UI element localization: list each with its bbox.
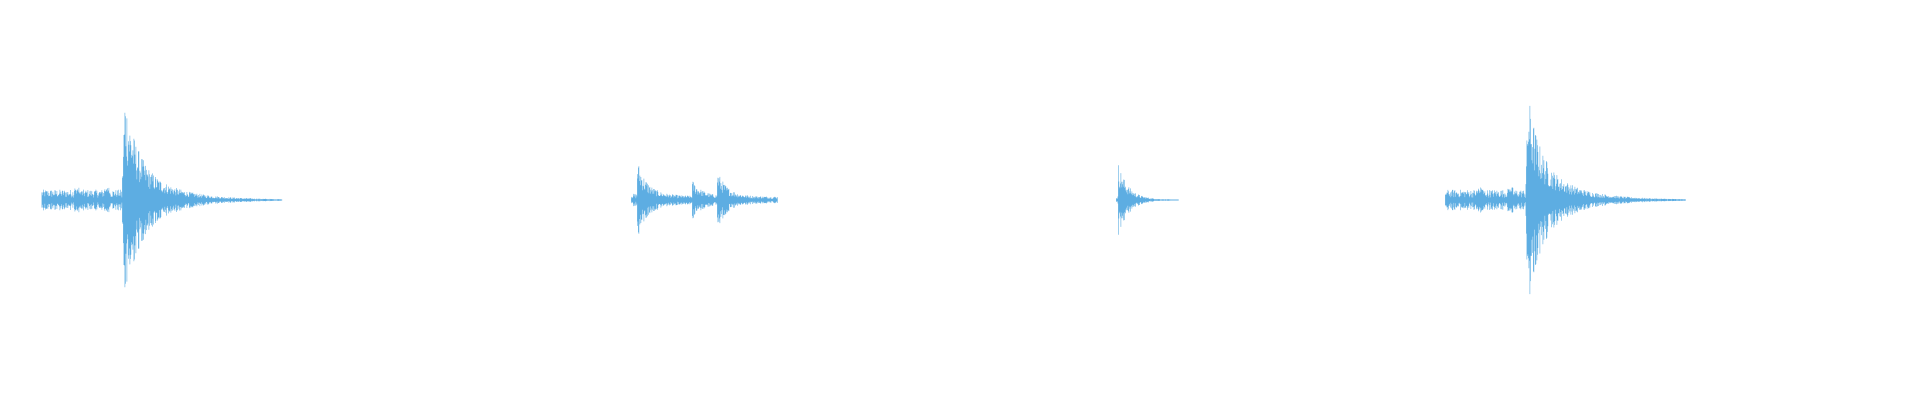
sound-burst-4-trace — [1445, 105, 1686, 295]
sound-burst-4 — [1445, 105, 1686, 295]
sound-burst-3-trace — [1116, 165, 1179, 235]
sound-burst-2 — [631, 166, 778, 234]
sound-burst-1-trace — [41, 112, 283, 288]
sound-burst-1 — [41, 112, 283, 288]
sound-burst-3 — [1116, 165, 1179, 235]
sound-burst-2-trace — [631, 166, 778, 234]
waveform-traces — [41, 105, 1686, 295]
